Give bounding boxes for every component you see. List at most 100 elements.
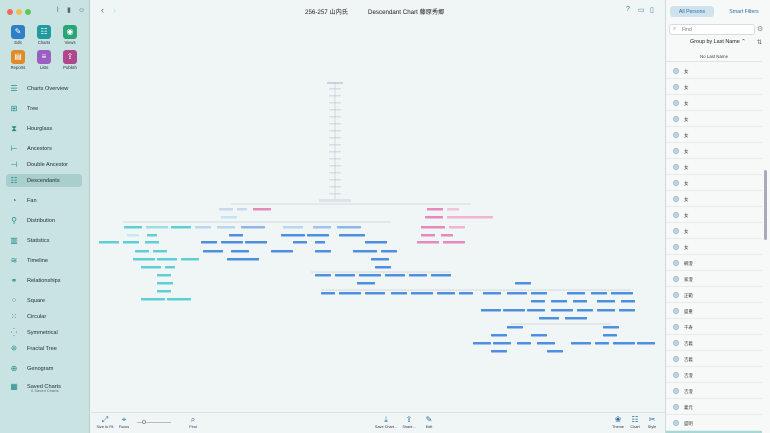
person-node[interactable] <box>507 326 523 329</box>
person-node[interactable] <box>619 309 635 312</box>
person-node[interactable] <box>219 208 233 211</box>
list-item[interactable]: 盛明 <box>666 415 762 431</box>
person-node[interactable] <box>135 250 149 253</box>
person-node[interactable] <box>181 258 199 261</box>
list-item[interactable]: 女 <box>666 191 762 207</box>
person-node[interactable] <box>547 350 563 353</box>
list-item[interactable]: 吉澄 <box>666 367 762 383</box>
person-node[interactable] <box>537 342 555 345</box>
person-node[interactable] <box>141 266 161 269</box>
person-node[interactable] <box>237 208 247 211</box>
person-node[interactable] <box>551 309 573 312</box>
person-node[interactable] <box>613 342 635 345</box>
charts-button[interactable]: ☷ Charts <box>31 25 57 45</box>
person-node[interactable] <box>281 234 305 237</box>
person-node[interactable] <box>443 241 465 244</box>
person-node[interactable] <box>567 292 585 295</box>
minimize-window-button[interactable] <box>16 9 22 15</box>
list-item[interactable]: 吉義 <box>666 335 762 351</box>
person-node[interactable] <box>603 334 617 337</box>
person-node[interactable] <box>221 241 243 244</box>
zoom-slider[interactable] <box>137 422 171 423</box>
person-node[interactable] <box>365 241 387 244</box>
sort-icon[interactable]: ⇅ <box>757 40 763 46</box>
person-node[interactable] <box>307 234 329 237</box>
person-node[interactable] <box>539 317 559 320</box>
scrollbar[interactable] <box>764 170 767 240</box>
person-node[interactable] <box>411 292 433 295</box>
bookmark-icon[interactable]: ▮ <box>67 7 71 14</box>
person-node[interactable] <box>293 241 307 244</box>
person-node[interactable] <box>359 274 381 277</box>
person-node[interactable] <box>427 208 443 211</box>
person-node[interactable] <box>447 208 459 211</box>
list-item[interactable]: 女 <box>666 79 762 95</box>
list-item[interactable]: 女 <box>666 207 762 223</box>
person-node[interactable] <box>245 241 267 244</box>
person-node[interactable] <box>507 292 527 295</box>
person-node[interactable] <box>531 300 545 303</box>
person-node[interactable] <box>531 334 547 337</box>
person-node[interactable] <box>483 292 501 295</box>
forward-arrow-icon[interactable]: › <box>113 5 116 15</box>
person-node[interactable] <box>437 292 455 295</box>
person-node[interactable] <box>229 234 243 237</box>
person-node[interactable] <box>447 216 493 219</box>
person-node[interactable] <box>417 241 439 244</box>
person-node[interactable] <box>99 241 119 244</box>
person-node[interactable] <box>385 274 405 277</box>
person-node[interactable] <box>577 309 593 312</box>
help-icon[interactable]: ? <box>626 6 630 13</box>
person-node[interactable] <box>227 258 259 261</box>
person-node[interactable] <box>171 226 191 229</box>
person-node[interactable] <box>481 309 501 312</box>
sidebar-item-circular[interactable]: ⁙Circular <box>6 310 82 323</box>
person-node[interactable] <box>321 292 335 295</box>
search-input[interactable] <box>682 26 752 34</box>
tab-smart-filters[interactable]: Smart Filters <box>729 8 759 15</box>
list-item[interactable]: 綱澄 <box>666 255 762 271</box>
person-node[interactable] <box>157 282 173 285</box>
person-node[interactable] <box>123 241 139 244</box>
person-node[interactable] <box>491 334 507 337</box>
sidebar-toggle-icon[interactable]: ▯ <box>650 7 654 14</box>
person-node[interactable] <box>157 290 171 293</box>
list-item[interactable]: 吉澄 <box>666 383 762 399</box>
person-node[interactable] <box>621 300 635 303</box>
person-node[interactable] <box>313 226 331 229</box>
person-node[interactable] <box>527 309 545 312</box>
chart-settings-button[interactable]: ☷Chart <box>623 415 647 429</box>
person-node[interactable] <box>409 274 427 277</box>
person-node[interactable] <box>157 258 177 261</box>
person-node[interactable] <box>531 292 547 295</box>
person-node[interactable] <box>357 282 375 285</box>
person-node[interactable] <box>203 250 223 253</box>
sidebar-item-square[interactable]: ⁘Square <box>6 294 82 307</box>
person-node[interactable] <box>571 342 591 345</box>
person-node[interactable] <box>603 326 619 329</box>
edit-button[interactable]: ✎ Edit <box>5 25 31 45</box>
publish-button[interactable]: ⇪ Publish <box>57 50 83 70</box>
lists-button[interactable]: ≡ Lists <box>31 50 57 70</box>
person-node[interactable] <box>335 274 355 277</box>
list-item[interactable]: 女 <box>666 159 762 175</box>
list-item[interactable]: 女 <box>666 127 762 143</box>
person-node[interactable] <box>565 317 587 320</box>
person-node[interactable] <box>431 274 451 277</box>
person-node[interactable] <box>124 226 142 229</box>
person-node[interactable] <box>365 292 385 295</box>
sidebar-item-ancestors[interactable]: ⊢Ancestors <box>6 142 82 155</box>
zoom-window-button[interactable] <box>25 9 31 15</box>
list-item[interactable]: 女 <box>666 143 762 159</box>
sidebar-item-double-ancestor[interactable]: ⊣Double Ancestor <box>6 158 82 171</box>
sidebar-item-tree[interactable]: ⊞Tree <box>6 102 82 115</box>
size-to-fit-button[interactable]: ⤢Size to Fit <box>93 415 117 429</box>
person-node[interactable] <box>595 342 609 345</box>
person-node[interactable] <box>493 342 511 345</box>
edit-chart-button[interactable]: ✎Edit <box>417 415 441 429</box>
person-node[interactable] <box>133 258 155 261</box>
person-node[interactable] <box>375 266 391 269</box>
person-node[interactable] <box>515 282 531 285</box>
person-node[interactable] <box>145 241 159 244</box>
person-node[interactable] <box>449 226 465 229</box>
